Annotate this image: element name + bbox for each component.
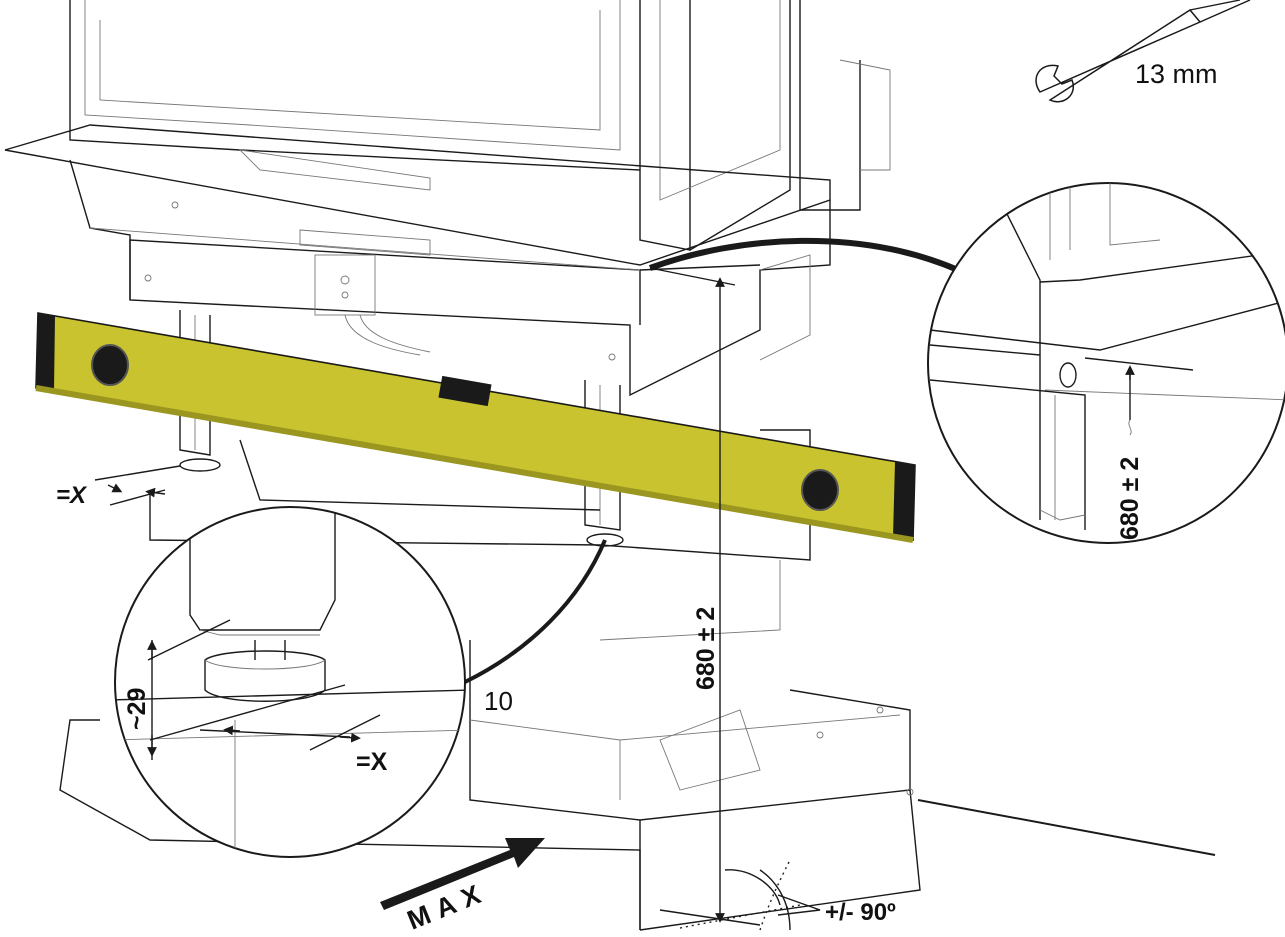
pallet xyxy=(59,429,921,931)
detail-leader-right xyxy=(648,237,960,273)
wrench-icon xyxy=(1035,0,1251,103)
height-detail-circle xyxy=(927,182,1285,544)
left-offset-label: =X xyxy=(56,482,88,509)
foot-height-label: ~29 xyxy=(123,688,151,730)
height-main-label: 680 ± 2 xyxy=(692,607,720,690)
height-detail-label: 680 ± 2 xyxy=(1116,457,1144,540)
pallet-edge-leader xyxy=(917,799,1216,856)
pallet-number: 10 xyxy=(484,686,513,716)
detail-leader-left xyxy=(464,539,607,684)
left-offset-dimension xyxy=(94,465,181,506)
detail-offset-label: =X xyxy=(356,748,388,776)
wrench-size-label: 13 mm xyxy=(1135,59,1218,89)
max-label: MAX xyxy=(403,876,492,935)
height-dimension xyxy=(649,267,761,926)
max-arrow-icon xyxy=(380,838,545,910)
spirit-level xyxy=(35,312,916,543)
foot-detail-circle xyxy=(114,506,466,858)
rotation-indicator xyxy=(679,859,821,931)
rotation-label: +/- 90º xyxy=(825,899,896,926)
stove-body xyxy=(4,0,891,397)
